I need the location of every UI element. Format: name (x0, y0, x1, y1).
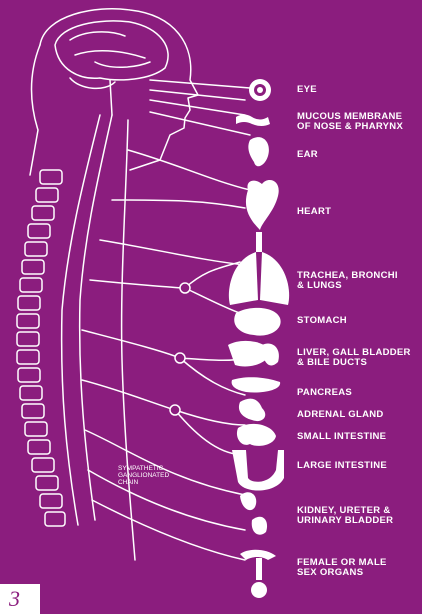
sex-organs-icon (240, 550, 276, 598)
eye-icon (249, 79, 271, 101)
label-heart: HEART (297, 207, 331, 217)
label-mucous-membrane: MUCOUS MEMBRANE OF NOSE & PHARYNX (297, 112, 403, 132)
ear-icon (248, 137, 269, 166)
label-eye: EYE (297, 85, 317, 95)
ganglion-2 (175, 353, 185, 363)
page-number: 3 (9, 586, 20, 612)
kidney-icon (240, 492, 267, 534)
label-sex-organs: FEMALE OR MALE SEX ORGANS (297, 558, 387, 578)
label-ganglionated-chain: SYMPATHETIC GANGLIONATED CHAIN (118, 465, 169, 486)
ganglion-3 (170, 405, 180, 415)
vertebrae (17, 170, 65, 526)
label-lungs: TRACHEA, BRONCHI & LUNGS (297, 271, 398, 291)
lungs-icon (229, 232, 289, 305)
label-stomach: STOMACH (297, 316, 347, 326)
label-large-intestine: LARGE INTESTINE (297, 461, 387, 471)
label-liver: LIVER, GALL BLADDER & BILE DUCTS (297, 348, 411, 368)
label-small-intestine: SMALL INTESTINE (297, 432, 386, 442)
nerves (82, 80, 250, 560)
label-ear: EAR (297, 150, 318, 160)
label-pancreas: PANCREAS (297, 388, 352, 398)
label-adrenal-gland: ADRENAL GLAND (297, 410, 384, 420)
stomach-icon (234, 308, 280, 336)
spinal-canal (62, 115, 100, 525)
adrenal-icon (239, 399, 265, 421)
label-kidney: KIDNEY, URETER & URINARY BLADDER (297, 506, 393, 526)
ganglion-1 (180, 283, 190, 293)
neck-outline (30, 45, 40, 175)
nose-membrane-icon (236, 115, 270, 127)
small-intestine-icon (237, 424, 276, 446)
large-intestine-icon (232, 450, 284, 491)
page-number-box: 3 (0, 584, 40, 614)
pancreas-icon (232, 377, 281, 392)
heart-icon (246, 180, 279, 230)
liver-icon (228, 341, 279, 367)
